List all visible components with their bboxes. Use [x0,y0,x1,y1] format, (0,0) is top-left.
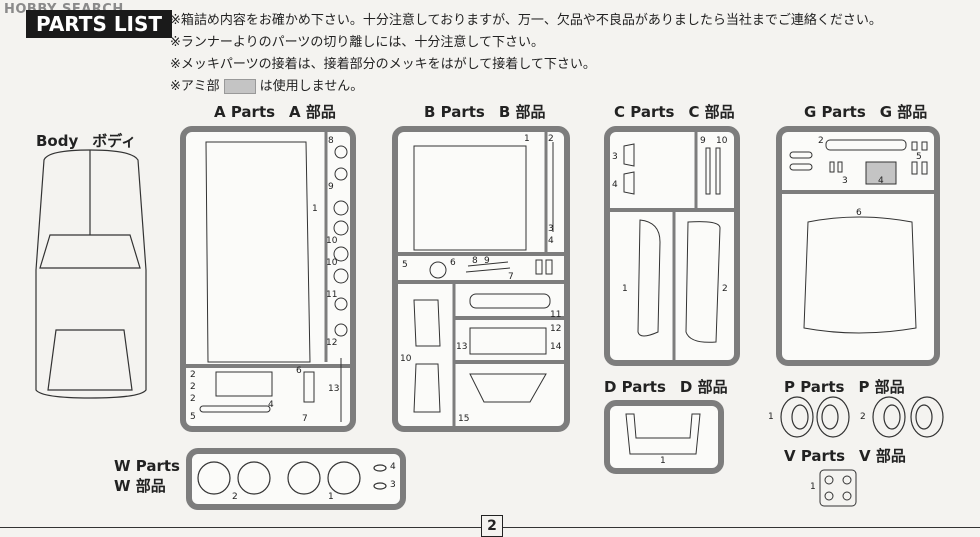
a-num: 5 [190,412,196,422]
note-line-3: ※メッキパーツの接着は、接着部分のメッキをはがして接着して下さい。 [170,57,596,72]
g-parts-runner: 2 5 3 4 6 [776,126,940,366]
b-num: 7 [508,272,514,282]
w-parts-runner: 2 1 4 3 [186,448,406,510]
b-parts-runner: 1 2 3 4 5 6 8 7 9 11 12 13 14 10 15 [392,126,570,432]
note-line-4-suffix: は使用しません。 [259,79,364,94]
a-num: 10 [326,258,338,268]
d-parts-runner: 1 [604,400,724,474]
b-num: 4 [548,236,554,246]
c-num: 1 [622,284,628,294]
section-title: PARTS LIST [26,10,173,38]
a-parts-runner: 8 9 1 10 10 11 12 2 2 6 13 2 4 5 7 [180,126,356,432]
b-num: 5 [402,260,408,270]
note-line-4: ※アミ部 は使用しません。 [170,76,882,98]
v-num: 1 [810,482,816,492]
note-line-2: ※ランナーよりのパーツの切り離しには、十分注意して下さい。 [170,35,544,50]
note-line-1: ※箱詰め内容をお確かめ下さい。十分注意しておりますが、万一、欠品や不良品がありま… [170,13,882,28]
a-num: 13 [328,384,340,394]
c-num: 10 [716,136,728,146]
g-parts-drawing [782,139,934,334]
g-num: 6 [856,208,862,218]
d-parts-drawing [625,413,701,455]
b-num: 2 [548,134,554,144]
notes: ※箱詰め内容をお確かめ下さい。十分注意しておりますが、万一、欠品や不良品がありま… [170,10,882,98]
a-parts-drawing [186,132,350,422]
b-num: 9 [484,256,490,266]
a-num: 6 [296,366,302,376]
a-num: 8 [328,136,334,146]
c-num: 4 [612,180,618,190]
a-num: 9 [328,182,334,192]
g-num: 3 [842,176,848,186]
b-num: 12 [550,324,562,334]
b-num: 8 [472,256,478,266]
b-num: 10 [400,354,412,364]
a-num: 2 [190,370,196,380]
w-num: 2 [232,492,238,502]
a-num: 2 [190,394,196,404]
b-num: 15 [458,414,470,424]
w-num: 4 [390,462,396,472]
d-num: 1 [660,456,666,466]
c-num: 3 [612,152,618,162]
a-num: 2 [190,382,196,392]
p-num: 1 [768,412,774,422]
g-num: 5 [916,152,922,162]
b-parts-drawing [398,132,564,426]
c-parts-drawing [610,132,734,360]
page-number: 2 [481,515,503,537]
a-num: 4 [268,400,274,410]
c-num: 2 [722,284,728,294]
a-num: 1 [312,204,318,214]
b-num: 3 [548,224,554,234]
w-num: 1 [328,492,334,502]
g-num: 4 [878,176,884,186]
b-num: 11 [550,310,562,320]
unused-swatch [223,79,256,94]
p-num: 2 [860,412,866,422]
a-num: 11 [326,290,338,300]
g-num: 2 [818,136,824,146]
w-num: 3 [390,480,396,490]
a-num: 7 [302,414,308,424]
note-line-4-prefix: ※アミ部 [170,79,220,94]
w-parts-drawing [197,461,387,495]
b-num: 13 [456,342,468,352]
c-num: 9 [700,136,706,146]
a-num: 12 [326,338,338,348]
a-num: 10 [326,236,338,246]
b-num: 6 [450,258,456,268]
b-num: 14 [550,342,562,352]
c-parts-runner: 9 10 3 4 1 2 [604,126,740,366]
b-num: 1 [524,134,530,144]
